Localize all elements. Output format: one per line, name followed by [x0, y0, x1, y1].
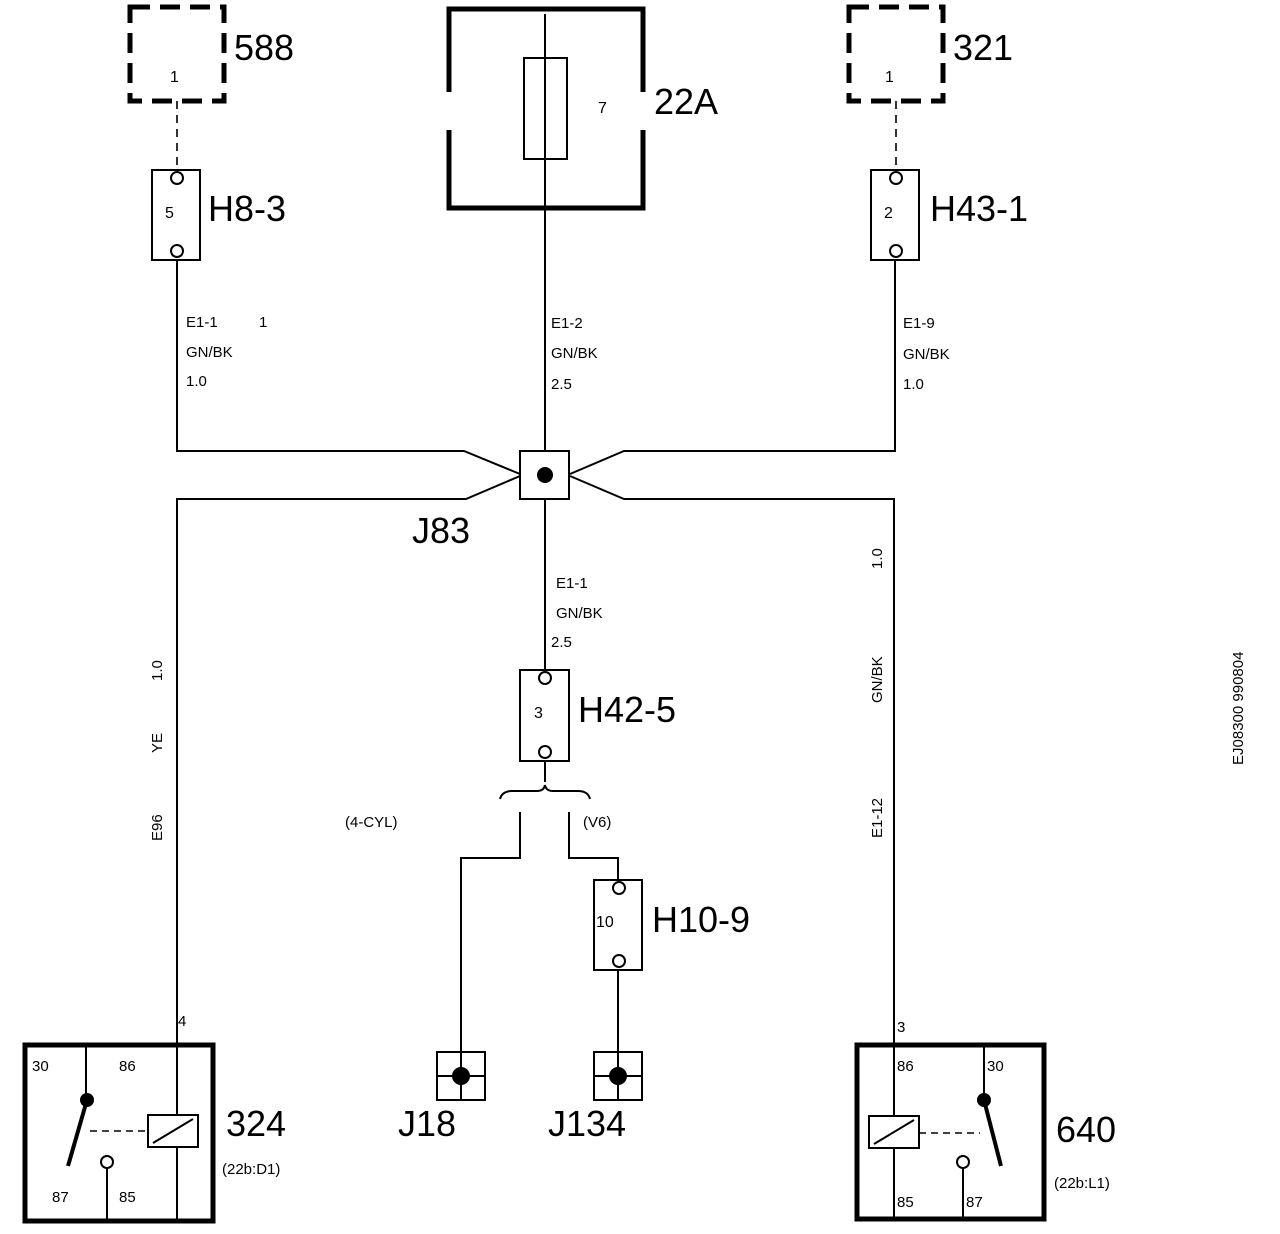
connector-h43-1: 2 H43-1 [870, 169, 1028, 261]
wire-size: 1.0 [903, 376, 924, 393]
wire-size: 1.0 [869, 548, 886, 569]
pin-label: 10 [596, 914, 614, 931]
connector-id: H8-3 [208, 188, 286, 229]
pin-label: 3 [534, 705, 543, 722]
wire-size: 1.0 [186, 373, 207, 390]
wire-color: GN/BK [903, 346, 950, 363]
splice-id: J134 [548, 1103, 626, 1144]
wire-code: E1-2 [551, 315, 583, 332]
pin-86: 86 [119, 1058, 136, 1075]
pin-label: 5 [165, 205, 174, 222]
pin-85: 85 [119, 1189, 136, 1206]
wire-code: E1-1 [186, 314, 218, 331]
wire-label-fuse: E1-2 GN/BK 2.5 [551, 315, 598, 393]
relay-id: 324 [226, 1103, 286, 1144]
component-id: 321 [953, 27, 1013, 68]
wire-color: YE [149, 733, 166, 753]
wire-label-right: 1.0 GN/BK E1-12 [869, 548, 886, 838]
relay-id: 640 [1056, 1109, 1116, 1150]
wire-color: GN/BK [186, 344, 233, 361]
variant-label-v6: (V6) [583, 814, 611, 831]
wire-extra: 1 [259, 314, 267, 331]
relay-640: 3 86 30 85 87 640 (22b:L1) [854, 1019, 1116, 1222]
splice-id: J83 [412, 510, 470, 551]
fuse-number: 7 [598, 100, 607, 117]
pin-86: 86 [897, 1058, 914, 1075]
pin-30: 30 [32, 1058, 49, 1075]
pin-label: 1 [885, 69, 894, 86]
pin-label: 1 [170, 69, 179, 86]
splice-j83: J83 [412, 450, 570, 551]
wire-size: 1.0 [149, 660, 166, 681]
wire-code: E1-12 [869, 798, 886, 838]
wire-code: E96 [149, 814, 166, 841]
component-321: 1 321 [846, 4, 1013, 104]
relay-ref: (22b:L1) [1054, 1175, 1110, 1192]
variant-label-4cyl: (4-CYL) [345, 814, 398, 831]
splice-j134: J134 [548, 1051, 643, 1144]
wire-size: 2.5 [551, 376, 572, 393]
wire-color: GN/BK [551, 345, 598, 362]
connector-id: H43-1 [930, 188, 1028, 229]
connector-h42-5: 3 H42-5 [519, 669, 676, 762]
wire-pin: 4 [178, 1013, 186, 1030]
splice-id: J18 [398, 1103, 456, 1144]
component-588: 1 588 [127, 4, 294, 104]
component-id: 588 [234, 27, 294, 68]
splice-j18: J18 [398, 1051, 486, 1144]
wire-pin: 3 [897, 1019, 905, 1036]
fuse-box-22a: 7 22A [444, 6, 718, 211]
wire-color: GN/BK [869, 656, 886, 703]
relay-324: 4 30 86 87 85 324 (22b:D1) [22, 1013, 286, 1224]
connector-id: H42-5 [578, 689, 676, 730]
connector-h8-3: 5 H8-3 [151, 169, 286, 261]
pin-87: 87 [52, 1189, 69, 1206]
wire-label-left: 1.0 YE E96 [149, 660, 166, 841]
wire-color: GN/BK [556, 605, 603, 622]
pin-label: 2 [884, 205, 893, 222]
wire-code: E1-9 [903, 315, 935, 332]
pin-30: 30 [987, 1058, 1004, 1075]
document-id: EJ08300 990804 [1230, 652, 1247, 765]
wire-size: 2.5 [551, 634, 572, 651]
pin-87: 87 [966, 1194, 983, 1211]
wires [176, 14, 896, 1052]
wire-code: E1-1 [556, 575, 588, 592]
relay-ref: (22b:D1) [222, 1161, 280, 1178]
wire-label-h8: E1-1 1 GN/BK 1.0 [186, 314, 267, 390]
wire-label-h42: E1-1 GN/BK 2.5 [551, 575, 603, 651]
connector-h10-9: 10 H10-9 [593, 879, 750, 971]
wire-label-h43: E1-9 GN/BK 1.0 [903, 315, 950, 393]
pin-85: 85 [897, 1194, 914, 1211]
fuse-id: 22A [654, 81, 718, 122]
connector-id: H10-9 [652, 899, 750, 940]
